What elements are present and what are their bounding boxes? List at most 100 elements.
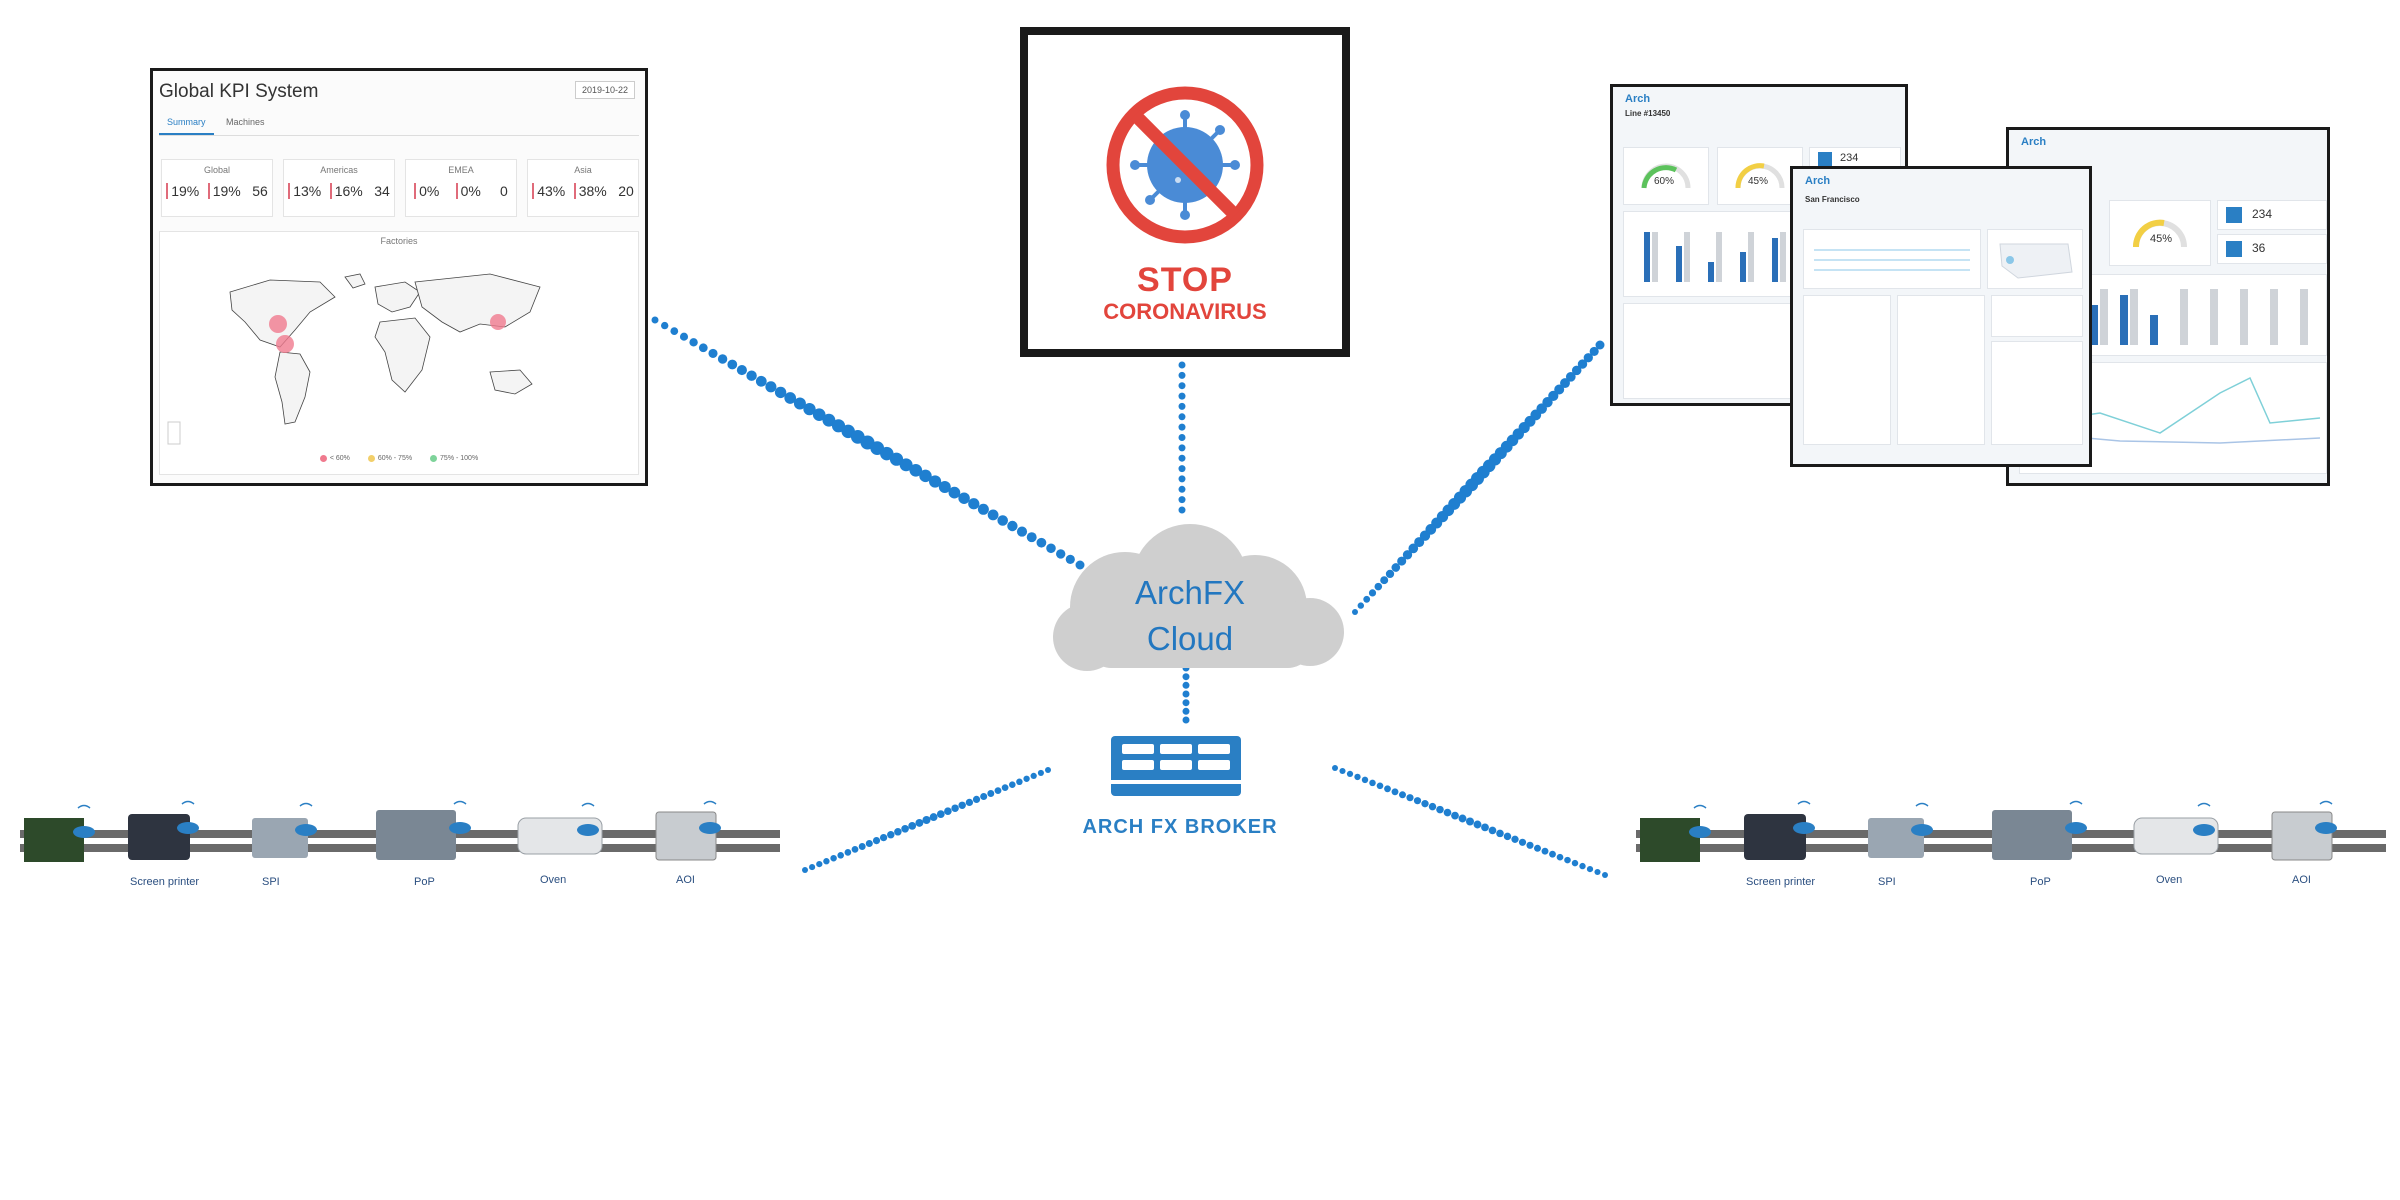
region-name: Americas [320,165,358,175]
connector-dot [1589,346,1599,356]
connector-dot [837,852,844,859]
region-count: 20 [618,183,634,199]
connector-dot [1541,847,1549,855]
connector-dot [1488,826,1497,835]
connector-dot [1339,767,1346,775]
connector-dot [812,408,826,421]
broker-label: ARCH FX BROKER [1082,816,1278,838]
region-value: 43% [532,183,565,199]
connector-dot [661,321,669,330]
connector-dot [1526,841,1534,849]
connector-dot [1016,526,1028,537]
legend-item: < 60% [319,454,350,462]
connector-dot [727,359,738,370]
arch-logo: Arch [1625,93,1651,105]
tab-machines[interactable]: Machines [225,117,265,127]
connector-dot [1436,805,1444,814]
connector-dot [708,348,718,358]
connector-dot [1037,769,1044,776]
legend-swatch [430,454,438,462]
connector-dot [1571,365,1582,376]
legend-label: < 60% [329,455,350,462]
connector-dot [1178,361,1186,369]
connector-dot [793,397,806,410]
region-name: Global [203,165,230,175]
location-map-panel [1987,229,2083,289]
connector-dot [980,792,988,801]
kpi-date: 2019-10-22 [574,81,635,99]
tab-summary[interactable]: Summary [159,111,214,135]
connector-dot [1397,556,1407,566]
region-global: Global 19% 19% 56 [161,159,273,217]
connector-dot [958,801,966,810]
connector-dot [844,849,852,856]
connector-dot [915,818,924,827]
connector-dot [899,458,913,472]
connector-dot [1178,454,1186,462]
connector-dot [1376,782,1384,790]
map-legend: < 60% 60% - 75% 75% - 100% [160,454,638,462]
connector-dot [746,370,757,381]
connector-dot [1357,602,1365,609]
connector-dot [1178,382,1186,390]
connector-dot [1443,808,1452,817]
connector-dot [1473,820,1482,829]
kpi-title: Global KPI System [159,81,319,102]
factory-marker[interactable] [276,335,294,353]
connector-dot [1178,465,1186,473]
count-tile: 234 [2217,200,2327,230]
kpi-tabs: Summary Machines [159,111,639,136]
connector-dot [1368,589,1377,597]
connector-dot [1511,835,1519,843]
connector-dot [958,492,970,504]
connector-dot [1001,784,1009,791]
table-panel [1897,295,1985,445]
legend-swatch [319,454,327,462]
connector-dot [689,338,698,347]
count-icon [2226,207,2242,223]
connector-dot [1503,832,1512,841]
connector-dot [1178,371,1186,379]
connector-dot [1065,554,1075,564]
region-value: 13% [288,183,321,199]
connector-dot [784,392,797,404]
zoom-control[interactable] [167,421,181,445]
cloud-line1: ArchFX [1134,574,1246,611]
factory-marker[interactable] [490,314,506,330]
connector-dot [1009,781,1016,788]
location-dashboard-card: Arch San Francisco [1790,166,2092,467]
connector-dot [997,515,1008,526]
connector-dot [936,810,945,818]
connector-dot [1577,359,1588,369]
connector-dot [1583,353,1593,363]
cloud-label: ArchFX Cloud [1110,570,1270,662]
connector-dot [972,795,981,803]
arch-logo: Arch [1805,175,1831,187]
connector-dot [987,790,995,797]
machine-label: Oven [540,874,567,886]
summary-table-panel [1991,341,2083,445]
connector-dot [1408,543,1419,554]
connector-dot [1056,549,1066,559]
region-count: 34 [374,183,390,199]
region-value: 19% [207,183,241,199]
connector-dot [994,787,1002,795]
region-count: 56 [252,183,268,199]
machine-label: Oven [2156,874,2183,886]
connector-dot [755,375,767,387]
connector-dot [1579,862,1586,870]
connector-dot [1571,859,1579,867]
factory-marker[interactable] [269,315,287,333]
connector-dot [1045,767,1051,773]
connector-dot [858,843,866,850]
connector-dot [1178,444,1186,452]
connector-dot [816,860,823,868]
gauge-value: 45% [2150,233,2173,245]
region-name: EMEA [448,165,474,175]
connector-dot [938,481,951,493]
connector-dot [809,864,816,871]
connector-dot [948,486,961,499]
connector-dot [968,498,980,510]
connector-dot [736,365,747,376]
